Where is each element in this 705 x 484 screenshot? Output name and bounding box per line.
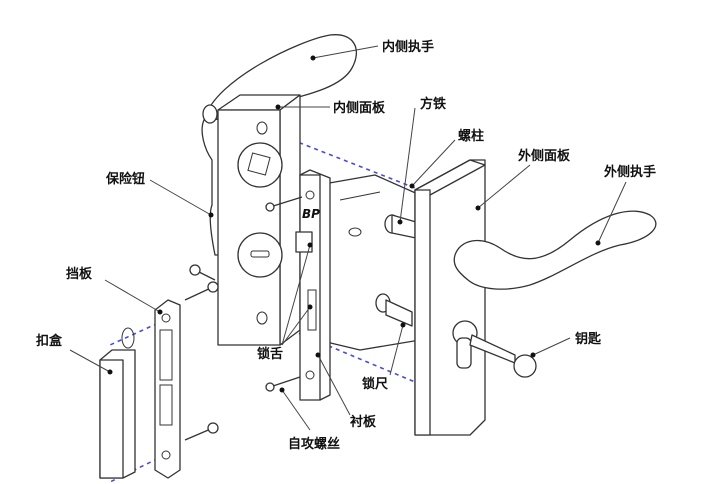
labels: 内侧执手 内侧面板 方铁 螺柱 外侧面板 外侧执手 保险钮 挡板 扣盒 锁舌 锁…: [36, 39, 656, 452]
label-lock-bar: 锁尺: [362, 376, 388, 392]
screw: [269, 196, 303, 208]
strike-box: [99, 327, 136, 479]
label-strike-box: 扣盒: [36, 333, 63, 349]
label-outer-handle: 外侧执手: [603, 164, 656, 180]
label-outer-panel: 外侧面板: [517, 148, 571, 164]
label-key: 钥匙: [575, 331, 602, 347]
label-self-tapping-screw: 自攻螺丝: [288, 436, 340, 452]
mortise-body: [317, 174, 421, 351]
label-safety-knob: 保险钮: [105, 171, 145, 187]
screws: [184, 196, 303, 441]
screw: [269, 376, 301, 388]
label-screw-post: 螺柱: [458, 128, 484, 144]
inner-panel: [217, 94, 301, 346]
outer-panel: [414, 159, 486, 436]
face-plate: BP: [295, 169, 331, 401]
outer-handle: [453, 210, 657, 290]
cylinder-and-key: [452, 320, 537, 378]
label-inner-panel: 内侧面板: [333, 100, 386, 116]
label-face-plate: 衬板: [350, 414, 377, 430]
label-inner-handle: 内侧执手: [382, 39, 434, 55]
label-square-spindle: 方铁: [420, 96, 446, 112]
leaders: [69, 45, 627, 431]
bp-mark: BP: [302, 207, 320, 221]
label-baffle-plate: 挡板: [66, 266, 93, 282]
baffle-plate: [154, 299, 181, 479]
label-latch-bolt: 锁舌: [257, 346, 283, 362]
